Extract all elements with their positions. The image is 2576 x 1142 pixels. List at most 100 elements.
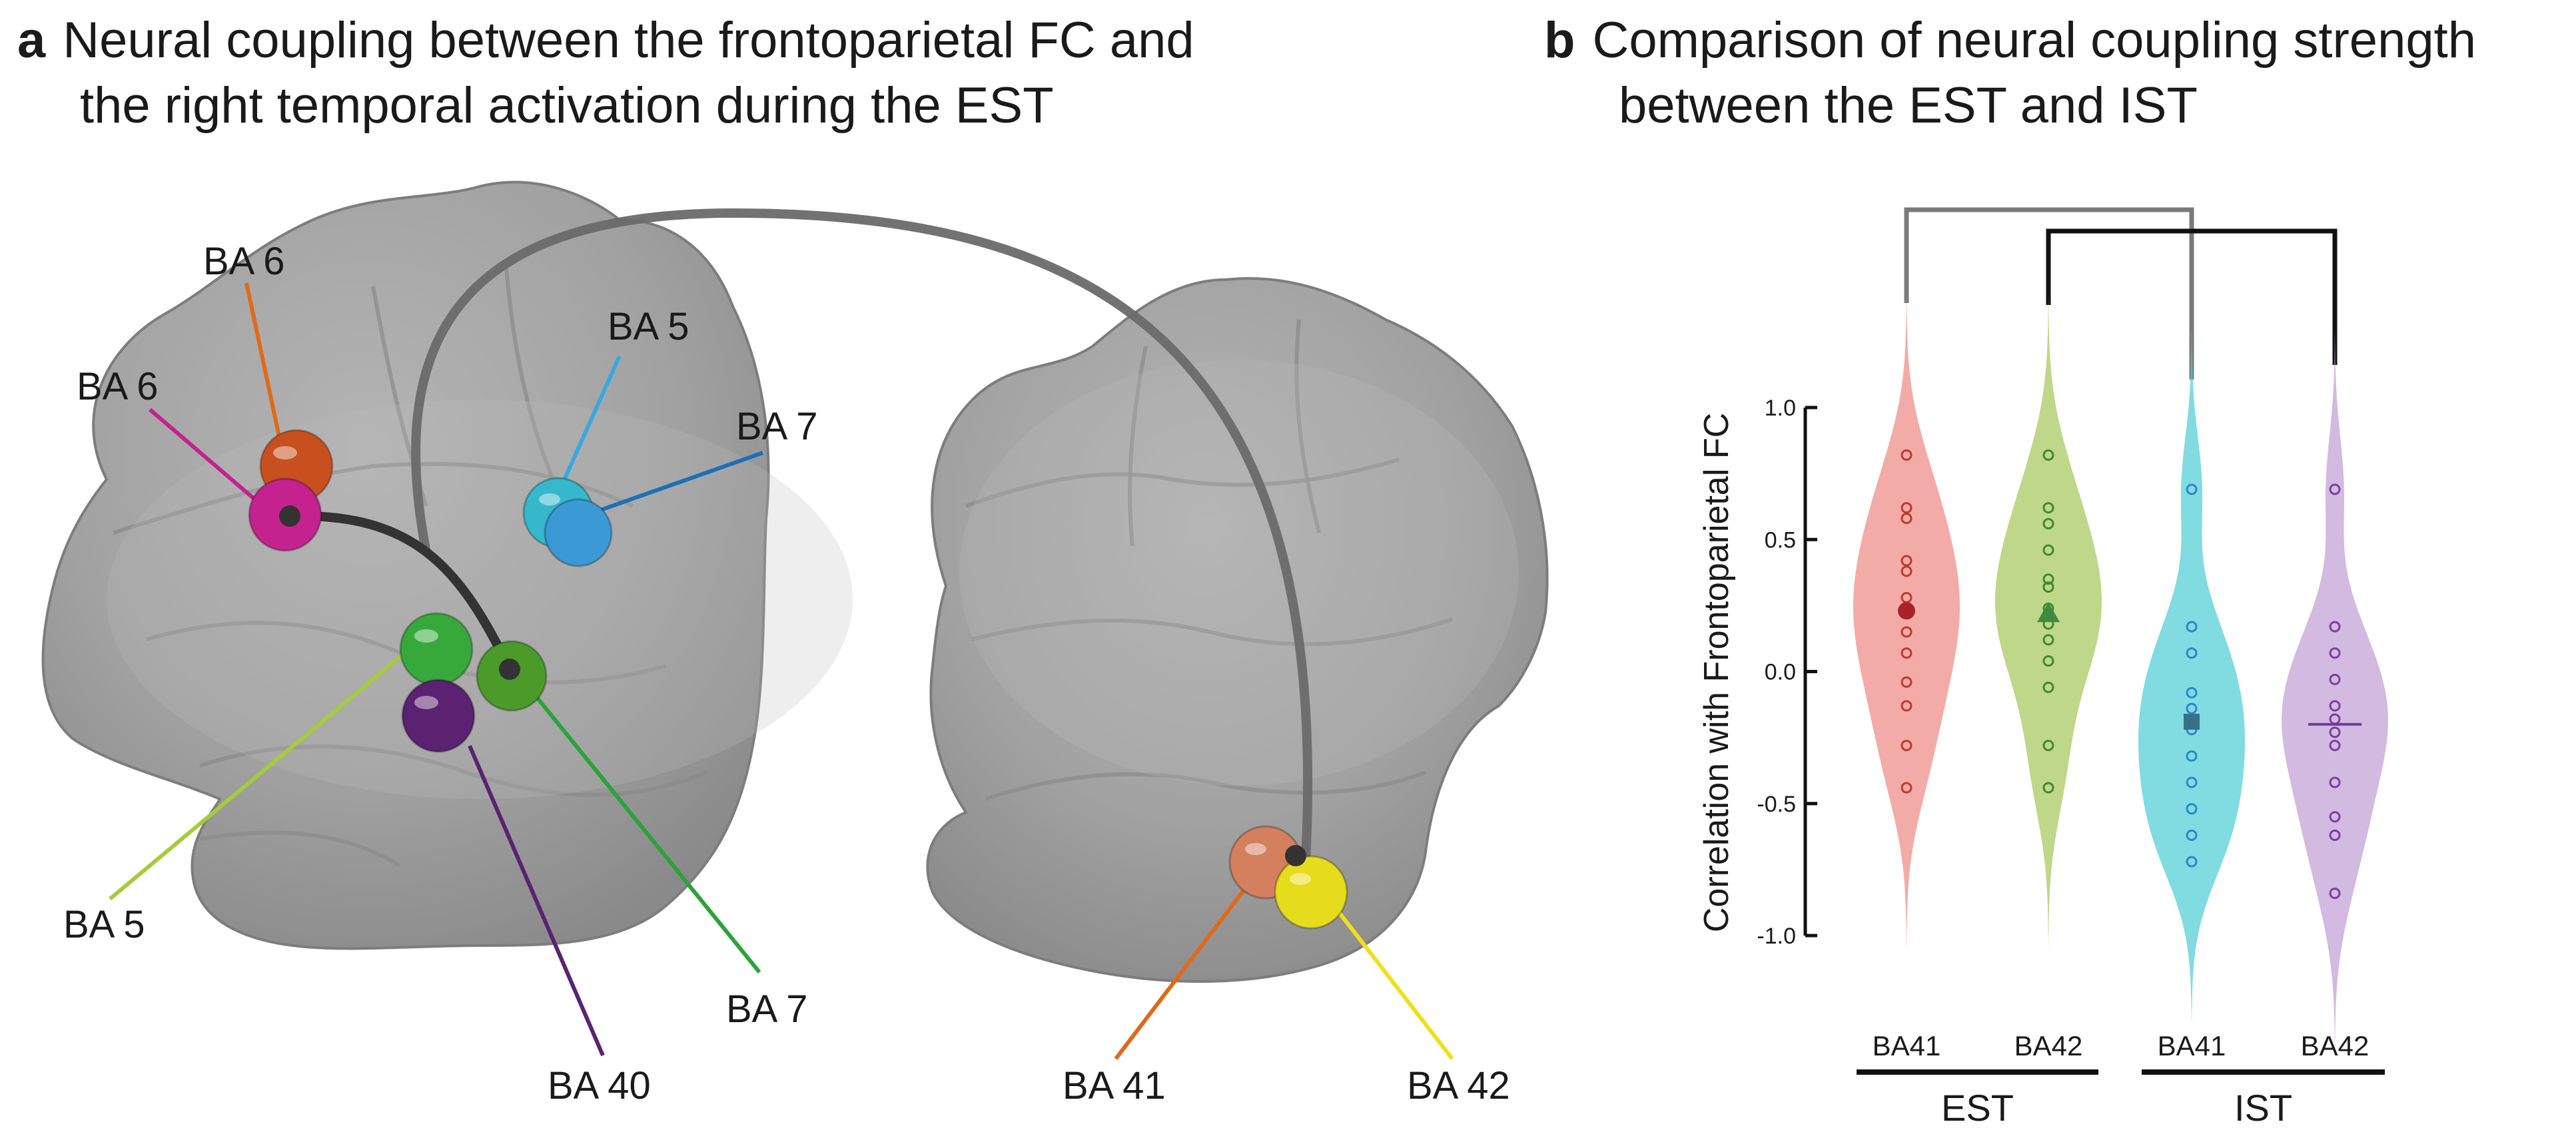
region-label-ba5-top: BA 5 — [608, 305, 689, 348]
sphere-ba42 — [1274, 855, 1348, 930]
violin-ist-ba42 — [2282, 331, 2388, 1052]
panel-b-title-line2: between the EST and IST — [1619, 77, 2198, 134]
data-point — [1901, 513, 1913, 525]
data-point — [2042, 740, 2054, 752]
group-label: IST — [2234, 1087, 2292, 1129]
violin-body — [1853, 296, 1960, 946]
region-label-ba41: BA 41 — [1063, 1064, 1166, 1107]
sphere-ba40 — [401, 679, 476, 753]
data-point — [2329, 726, 2341, 738]
significance-bracket — [2046, 228, 2338, 365]
data-point — [1901, 502, 1913, 514]
data-point — [2042, 782, 2054, 794]
data-point — [1901, 647, 1913, 659]
data-point — [2042, 581, 2054, 593]
data-point — [2186, 803, 2198, 815]
data-point — [1901, 700, 1913, 712]
region-label-ba7-bottom: BA 7 — [726, 988, 808, 1031]
y-tick-label: 0.5 — [1765, 527, 1796, 553]
data-point — [1901, 676, 1913, 688]
data-point — [2186, 776, 2198, 788]
data-point — [2329, 888, 2341, 900]
short-connection-arc — [289, 511, 514, 672]
data-point — [1901, 555, 1913, 567]
right-brain-image — [926, 277, 1549, 983]
data-point — [2186, 687, 2198, 699]
data-point — [2329, 483, 2341, 495]
y-axis-title: Correlation with Frontoparietal FC — [1697, 413, 1736, 932]
data-point — [2329, 700, 2341, 712]
y-tick-label: -0.5 — [1757, 792, 1796, 817]
data-point — [2042, 634, 2054, 646]
endpoint-ba42 — [1285, 845, 1306, 866]
long-connection-arc — [411, 208, 1313, 860]
region-label-ba42: BA 42 — [1407, 1064, 1510, 1107]
data-point — [2329, 829, 2341, 841]
x-tick-label: BA42 — [2301, 1030, 2369, 1061]
data-point — [2042, 544, 2054, 556]
endpoint-ba6 — [279, 505, 300, 527]
data-point — [2186, 703, 2198, 714]
panel-a-title-line1: Neural coupling between the frontopariet… — [63, 12, 1194, 69]
mean-marker — [1898, 602, 1915, 620]
data-point — [2329, 776, 2341, 788]
data-point — [2042, 502, 2054, 514]
data-point — [1901, 626, 1913, 638]
y-tick-label: -1.0 — [1757, 924, 1796, 949]
region-spheres — [248, 429, 1348, 930]
data-point — [2042, 573, 2054, 585]
x-tick-label: BA41 — [1873, 1030, 1941, 1061]
data-point — [2186, 750, 2198, 762]
x-tick-label: BA42 — [2014, 1030, 2083, 1061]
leader-lines — [109, 282, 1454, 1060]
region-label-ba7-top: BA 7 — [736, 405, 818, 448]
data-point — [2186, 856, 2198, 868]
region-labels: BA 6 BA 6 BA 5 BA 7 BA 5 BA 7 BA 40 BA 4… — [63, 240, 1510, 1107]
data-point — [1901, 782, 1913, 794]
data-point — [2186, 829, 2198, 841]
data-point — [2329, 621, 2341, 633]
mean-marker — [2184, 713, 2200, 730]
significance-bracket — [1904, 207, 2194, 380]
region-label-ba6-upper: BA 6 — [203, 240, 285, 283]
data-point — [2329, 740, 2341, 752]
panel-b-letter: b — [1544, 12, 1575, 69]
y-tick-label: 0.0 — [1765, 660, 1796, 685]
data-point — [2042, 655, 2054, 667]
y-tick-label: 1.0 — [1765, 396, 1796, 421]
violin-est-ba41 — [1853, 296, 1960, 946]
violin-body — [2282, 331, 2388, 1052]
data-point — [1901, 565, 1913, 577]
region-label-ba6-lower: BA 6 — [77, 365, 159, 408]
connection-endpoints — [279, 505, 1306, 866]
panel-a-letter: a — [17, 12, 46, 69]
sphere-highlights — [273, 446, 1311, 885]
data-point — [2329, 811, 2341, 823]
violin-body — [2138, 331, 2245, 1020]
endpoint-ba7 — [499, 659, 520, 680]
data-point — [1901, 740, 1913, 752]
data-point — [2186, 483, 2198, 495]
data-point — [1901, 449, 1913, 461]
data-point — [2186, 621, 2198, 633]
x-tick-label: BA41 — [2158, 1030, 2226, 1061]
data-point — [2329, 647, 2341, 659]
significance-brackets — [1904, 207, 2338, 380]
data-point — [2042, 449, 2054, 461]
sphere-ba5-green — [399, 612, 474, 687]
data-point — [2042, 517, 2054, 529]
violin-ist-ba41 — [2138, 331, 2245, 1020]
data-point — [2329, 673, 2341, 685]
panel-a-title-line2: the right temporal activation during the… — [80, 77, 1054, 134]
violins — [1853, 296, 2388, 1052]
region-label-ba40: BA 40 — [548, 1064, 651, 1107]
panel-b-title-line1: Comparison of neural coupling strength — [1592, 12, 2476, 69]
mean-marker — [2037, 602, 2060, 623]
data-point — [2042, 681, 2054, 693]
region-label-ba5-bottom: BA 5 — [63, 903, 145, 946]
panel-a-title: a Neural coupling between the frontoparie… — [17, 8, 1194, 139]
